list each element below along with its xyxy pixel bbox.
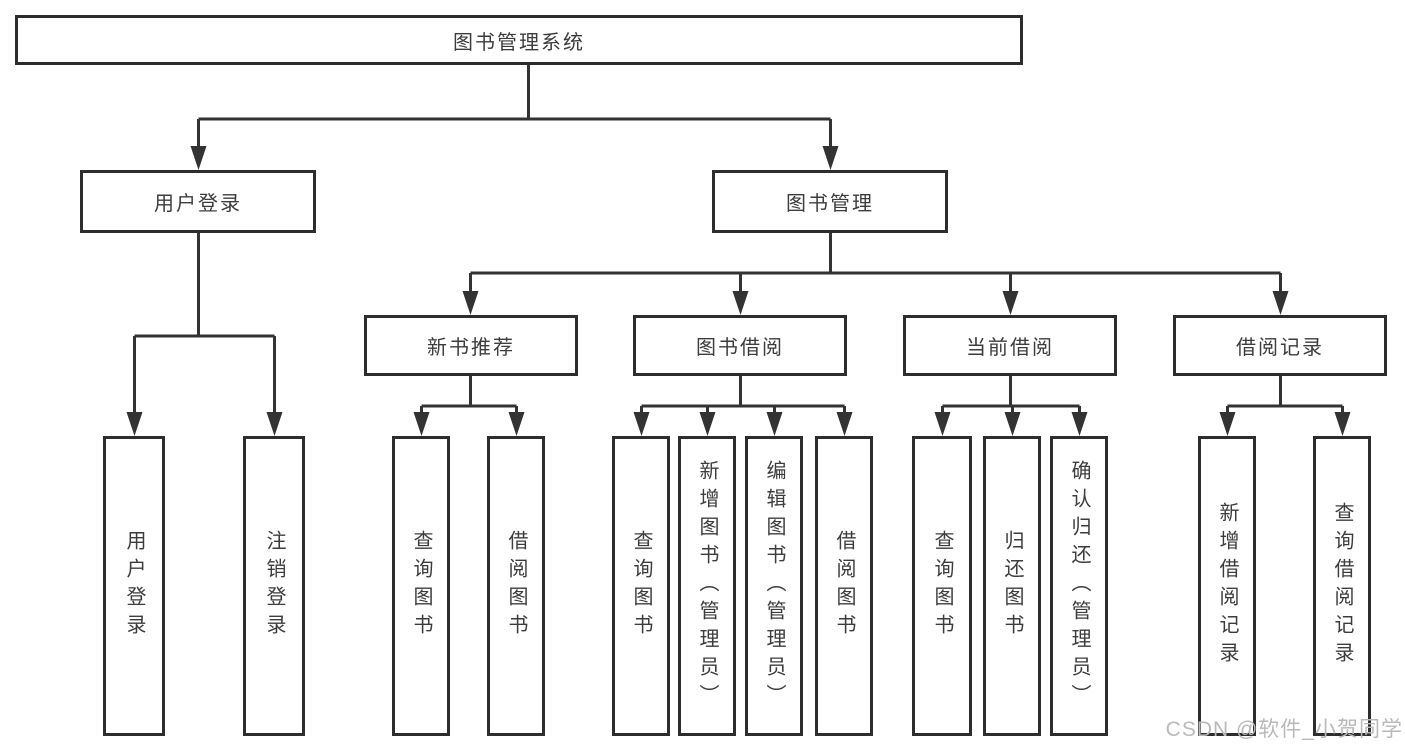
arrow-down-icon <box>462 291 479 315</box>
arrow-down-icon <box>1004 412 1021 436</box>
leaf-confirm-return-admin: 确认归还（管理员） <box>1050 436 1108 736</box>
leaf-user-login: 用户登录 <box>103 436 165 736</box>
node-label: 用户登录 <box>154 193 242 215</box>
node-label: 归还图书 <box>1001 530 1023 642</box>
arrow-down-icon <box>190 146 207 170</box>
node-label: 图书管理 <box>786 193 874 215</box>
leaf-query-borrow-record: 查询借阅记录 <box>1313 436 1371 736</box>
arrow-down-icon <box>1334 412 1351 436</box>
node-label: 查询图书 <box>630 530 652 642</box>
arrow-down-icon <box>1219 412 1236 436</box>
node-borrowing-records: 借阅记录 <box>1173 315 1387 376</box>
node-label: 借阅记录 <box>1236 337 1324 359</box>
node-current-borrowing: 当前借阅 <box>903 315 1117 376</box>
node-label: 用户登录 <box>123 530 145 642</box>
connector-new-book-rec-children <box>413 376 525 436</box>
arrow-down-icon <box>126 412 143 436</box>
node-label: 新增图书（管理员） <box>696 460 718 712</box>
node-label: 图书借阅 <box>696 337 784 359</box>
arrow-down-icon <box>732 291 749 315</box>
node-library-system: 图书管理系统 <box>15 15 1023 65</box>
connector-root-to-level2 <box>190 65 839 170</box>
connector-borrow-records-children <box>1219 376 1351 436</box>
arrow-down-icon <box>1071 412 1088 436</box>
connector-book-mgmt-children <box>462 233 1289 315</box>
leaf-borrow-books: 借阅图书 <box>487 436 545 736</box>
node-label: 借阅图书 <box>505 530 527 642</box>
arrow-down-icon <box>1002 291 1019 315</box>
node-label: 借阅图书 <box>833 530 855 642</box>
node-label: 新增借阅记录 <box>1216 502 1238 670</box>
leaf-borrow-books: 借阅图书 <box>815 436 873 736</box>
leaf-query-books: 查询图书 <box>612 436 670 736</box>
leaf-add-borrow-record: 新增借阅记录 <box>1198 436 1256 736</box>
node-label: 查询图书 <box>410 530 432 642</box>
node-label: 查询图书 <box>931 530 953 642</box>
arrow-down-icon <box>822 146 839 170</box>
csdn-watermark: CSDN @软件_小贺同学 <box>1165 718 1403 741</box>
arrow-down-icon <box>508 412 525 436</box>
node-label: 注销登录 <box>263 530 285 642</box>
arrow-down-icon <box>1272 291 1289 315</box>
leaf-edit-books-admin: 编辑图书（管理员） <box>745 436 803 736</box>
node-new-book-recommendation: 新书推荐 <box>364 315 578 376</box>
connector-user-login-children <box>126 233 283 436</box>
arrow-down-icon <box>836 412 853 436</box>
node-label: 编辑图书（管理员） <box>763 460 785 712</box>
connector-current-borrow-children <box>934 376 1088 436</box>
connector-book-borrow-children <box>633 376 853 436</box>
node-label: 确认归还（管理员） <box>1068 460 1090 712</box>
node-book-borrowing: 图书借阅 <box>633 315 847 376</box>
leaf-query-books: 查询图书 <box>912 436 972 736</box>
arrow-down-icon <box>266 412 283 436</box>
node-book-management: 图书管理 <box>712 170 948 233</box>
leaf-return-books: 归还图书 <box>983 436 1041 736</box>
node-label: 新书推荐 <box>427 337 515 359</box>
arrow-down-icon <box>413 412 430 436</box>
node-label: 当前借阅 <box>966 337 1054 359</box>
node-user-login: 用户登录 <box>80 170 316 233</box>
leaf-query-books: 查询图书 <box>392 436 450 736</box>
node-label: 图书管理系统 <box>453 31 585 54</box>
arrow-down-icon <box>934 412 951 436</box>
arrow-down-icon <box>699 412 716 436</box>
arrow-down-icon <box>633 412 650 436</box>
arrow-down-icon <box>766 412 783 436</box>
leaf-logout: 注销登录 <box>243 436 305 736</box>
leaf-add-books-admin: 新增图书（管理员） <box>678 436 736 736</box>
node-label: 查询借阅记录 <box>1331 502 1353 670</box>
